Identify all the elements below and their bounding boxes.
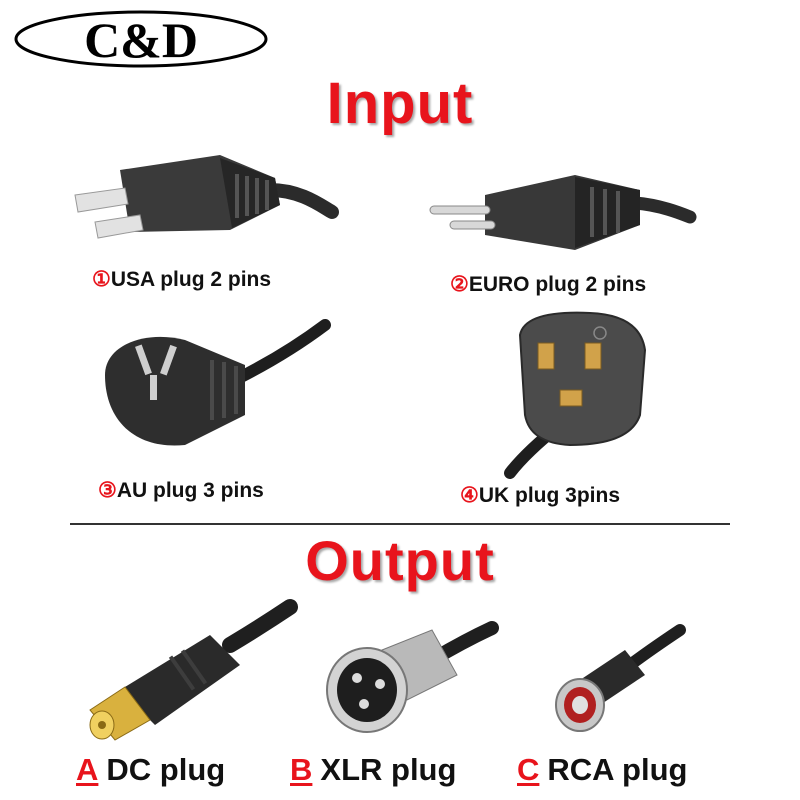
uk-plug-label: UK plug 3pins (478, 484, 620, 507)
rca-plug-label: RCA plug (547, 752, 688, 787)
xlr-plug-letter: B (290, 752, 313, 787)
euro-plug-image (425, 165, 697, 260)
usa-plug-image (70, 150, 340, 260)
usa-plug-caption: ①USA plug 2 pins (92, 267, 271, 292)
logo-graphic: C&D (14, 10, 268, 68)
uk-plug-number: ④ (460, 484, 479, 507)
euro-plug-caption: ②EURO plug 2 pins (450, 272, 646, 297)
au-plug-caption: ③AU plug 3 pins (98, 478, 264, 503)
section-divider (70, 523, 730, 525)
output-section-title: Output (305, 529, 495, 592)
euro-plug-label: EURO plug 2 pins (468, 273, 647, 296)
usa-plug-number: ① (92, 268, 111, 291)
uk-plug-caption: ④UK plug 3pins (460, 483, 620, 508)
brand-logo: C&D (14, 10, 269, 68)
usa-plug-label: USA plug 2 pins (110, 268, 272, 291)
uk-plug-image (480, 305, 680, 479)
dc-plug-letter: A (76, 752, 99, 787)
au-plug-number: ③ (98, 479, 117, 502)
au-plug-image (95, 319, 331, 470)
dc-plug-label: DC plug (106, 752, 226, 787)
dc-plug-image (80, 599, 298, 745)
euro-plug-number: ② (450, 273, 469, 296)
logo-text: C&D (84, 12, 198, 68)
rca-plug-image (545, 624, 686, 740)
xlr-plug-image (322, 620, 499, 740)
input-section-title: Input (326, 71, 474, 136)
rca-plug-letter: C (517, 752, 540, 787)
au-plug-label: AU plug 3 pins (116, 479, 264, 502)
xlr-plug-label: XLR plug (320, 752, 457, 787)
